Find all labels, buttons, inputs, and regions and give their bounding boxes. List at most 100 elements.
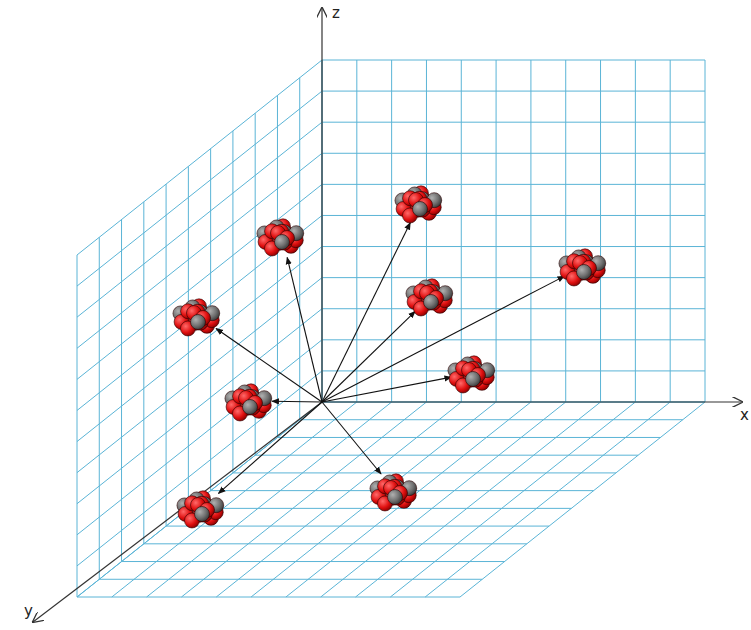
grid-line [77,597,460,598]
nucleus [395,186,442,223]
coordinate-axes [33,8,742,622]
grid-line [77,153,322,348]
grid-line [299,78,300,420]
nucleon [388,490,403,505]
grid-line [426,60,427,402]
grid-line [216,402,461,597]
grid-line [77,255,78,597]
nucleon [195,507,210,522]
nuclei [173,186,606,528]
grid-line [300,419,683,420]
axis-label: y [24,604,33,619]
grid-line [530,60,531,402]
nucleon [275,235,290,250]
grid-line [77,247,322,442]
grid-line [121,220,122,562]
grid-line [635,60,636,402]
vector-arrow [322,402,381,474]
grid-line [356,60,357,402]
grid-line [390,402,635,597]
grid-line [147,402,392,597]
grid-line [255,455,638,456]
nucleus [448,356,495,393]
nucleon [577,265,592,280]
vector-arrow [322,311,415,402]
grid-line [77,122,322,317]
grid-line [705,60,706,402]
grid-line [322,153,705,154]
grid-line [77,278,322,473]
nucleon [466,372,481,387]
grid-line [460,402,705,597]
vector-arrow [272,401,322,403]
grid-line [77,309,322,504]
grid-line [565,60,566,402]
nucleus [406,279,453,316]
grid-line [322,370,705,371]
nucleon [413,202,428,217]
axis-label: z [332,6,340,21]
vector-arrow [322,223,410,402]
grid-line [77,402,322,597]
grid-line [461,60,462,402]
vector-arrow [322,276,564,402]
grid-line [112,402,357,597]
grid-line [286,402,531,597]
grid-line [322,277,705,278]
vector-arrow [322,377,451,402]
grid-line [77,60,322,255]
grid-line [670,60,671,402]
grid-line [277,95,278,437]
grid-line [322,246,705,247]
grid-line [166,184,167,526]
grid-line [122,561,505,562]
grid-line [77,402,322,597]
nucleus [177,491,224,528]
grid-line [600,60,601,402]
axis-line [321,8,322,402]
vector-arrow [287,257,322,402]
grid-line [99,237,100,579]
grid-line [322,91,705,92]
grid-line [188,166,189,508]
nucleus [559,249,606,286]
grid-line [322,308,705,309]
nucleus [257,219,304,256]
axis-line [33,402,322,622]
grid-line [99,579,482,580]
grid-line [496,60,497,402]
grid-line [322,122,705,123]
nucleus [370,474,417,511]
axis-label: x [740,408,749,423]
grid-line [391,60,392,402]
nucleus [225,384,272,421]
grid-line [251,402,496,597]
grid-line [77,371,322,566]
grid-line [356,402,601,597]
grid-line [232,131,233,473]
axis-line [322,401,742,402]
grid-line [144,543,527,544]
grid-line [143,202,144,544]
grid-line [322,215,705,216]
grid-line [321,402,566,597]
vector-arrow [218,402,322,493]
grid-line [425,402,670,597]
grid-line [77,215,322,410]
nucleon [191,315,206,330]
grid-line [277,437,660,438]
grid-line [233,472,616,473]
nucleon [243,400,258,415]
nucleus [173,299,220,336]
nucleon [424,295,439,310]
position-vectors [216,223,564,494]
grid-line [322,60,705,61]
grid-line [166,526,549,527]
grid-line [77,184,322,379]
grid-line [181,402,426,597]
grid-line [77,91,322,286]
grid-line [322,184,705,185]
grid-line [322,339,705,340]
